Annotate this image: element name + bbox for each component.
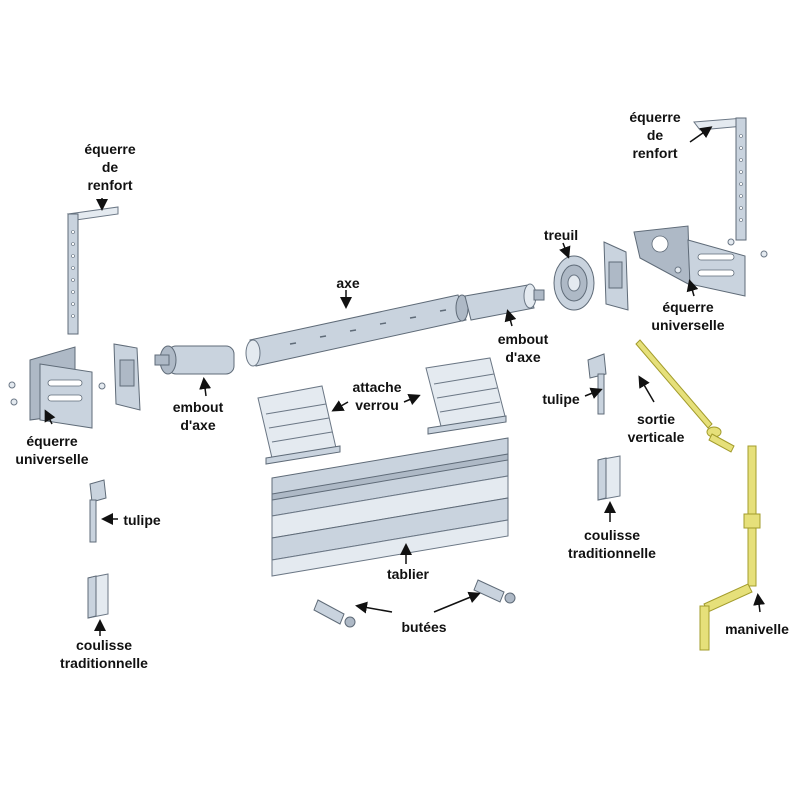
label-line: traditionnelle xyxy=(568,545,656,561)
equerre-universelle-right xyxy=(633,225,768,297)
label-line: embout xyxy=(497,331,549,347)
label-coulisse-right: coulisse traditionnelle xyxy=(560,526,664,562)
butee-left xyxy=(313,599,356,628)
label-sortie-verticale: sortie verticale xyxy=(616,410,696,446)
label-line: renfort xyxy=(87,177,133,193)
butee-right xyxy=(473,579,516,604)
label-line: équerre xyxy=(84,141,136,157)
label-equerre-renfort-left: équerre de renfort xyxy=(70,140,150,194)
equerre-renfort-left xyxy=(66,206,119,335)
label-coulisse-left: coulisse traditionnelle xyxy=(52,636,156,672)
label-treuil: treuil xyxy=(543,227,579,243)
embout-axe-right xyxy=(464,283,545,321)
label-axe: axe xyxy=(336,275,360,291)
label-equerre-universelle-right: équerre universelle xyxy=(640,298,736,334)
coulisse-right xyxy=(597,455,621,501)
label-line: de xyxy=(646,127,664,143)
label-line: d'axe xyxy=(180,417,216,433)
treuil xyxy=(553,255,595,311)
tulipe-right xyxy=(587,353,607,415)
label-line: coulisse xyxy=(583,527,641,543)
label-line: coulisse xyxy=(75,637,133,653)
label-embout-axe-left: embout d'axe xyxy=(160,398,236,434)
plaque-right xyxy=(603,241,629,311)
tulipe-left xyxy=(89,479,107,543)
coulisse-left xyxy=(87,573,109,619)
sortie-verticale xyxy=(635,339,735,453)
label-manivelle: manivelle xyxy=(725,621,789,637)
label-tablier: tablier xyxy=(386,566,429,582)
label-attache-verrou: attache verrou xyxy=(346,378,408,414)
plaque-left xyxy=(113,343,141,411)
manivelle xyxy=(699,445,761,651)
label-line: verticale xyxy=(627,429,685,445)
label-line: équerre xyxy=(629,109,681,125)
label-line: sortie xyxy=(636,411,676,427)
label-line: universelle xyxy=(651,317,725,333)
label-line: universelle xyxy=(15,451,89,467)
label-line: d'axe xyxy=(505,349,541,365)
label-line: attache xyxy=(352,379,402,395)
label-line: renfort xyxy=(632,145,678,161)
label-equerre-universelle-left: équerre universelle xyxy=(4,432,100,468)
label-line: embout xyxy=(172,399,224,415)
equerre-renfort-right xyxy=(693,117,747,241)
tablier xyxy=(271,437,509,577)
attache-verrou-right xyxy=(425,357,507,435)
arrows xyxy=(44,126,766,636)
axe-shaft xyxy=(245,294,469,367)
label-line: équerre xyxy=(662,299,714,315)
label-tulipe-left: tulipe xyxy=(123,512,161,528)
label-equerre-renfort-right: équerre de renfort xyxy=(615,108,695,162)
label-embout-axe-right: embout d'axe xyxy=(488,330,558,366)
attache-verrou-left xyxy=(257,385,341,465)
label-butees: butées xyxy=(401,619,447,635)
label-line: de xyxy=(101,159,119,175)
label-line: traditionnelle xyxy=(60,655,148,671)
embout-axe-left xyxy=(154,345,235,375)
label-tulipe-right: tulipe xyxy=(542,391,580,407)
label-line: équerre xyxy=(26,433,78,449)
equerre-universelle-left xyxy=(8,346,106,429)
label-line: verrou xyxy=(355,397,399,413)
